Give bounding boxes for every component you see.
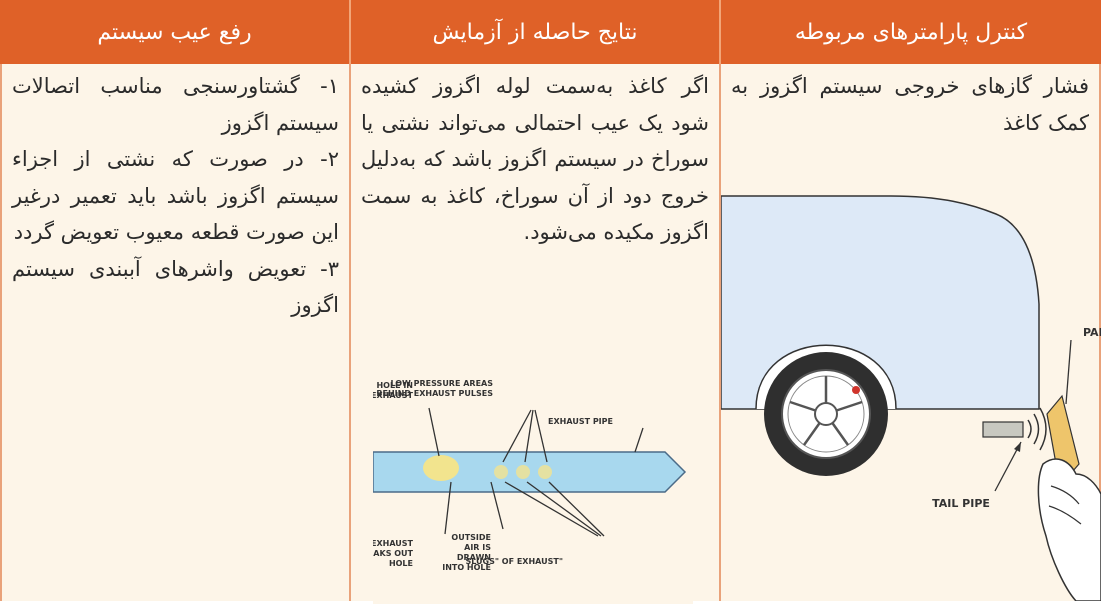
exhaust-leak-diagram: HOLE IN EXHAUST LOW PRESSURE AREAS BEHIN… <box>373 364 693 604</box>
cell-test-results: اگر کاغذ به‌سمت لوله اگزوز کشیده شود یک … <box>349 64 721 604</box>
header-test-results: نتایج حاصله از آزمایش <box>349 0 721 64</box>
fix-list: ۱- گشتاورسنجی مناسب اتصالات سیستم اگزوز … <box>2 64 349 324</box>
leaks-label-3: HOLE <box>389 559 413 568</box>
slugs-label: "SLUGS" OF EXHAUST <box>465 557 563 566</box>
hole-label-2: EXHAUST <box>373 391 414 400</box>
leaks-label-1: EXHAUST <box>373 539 414 548</box>
paper-label: PAPER <box>1083 326 1101 339</box>
fix-item-1: ۱- گشتاورسنجی مناسب اتصالات سیستم اگزوز <box>12 74 339 135</box>
leaks-label-2: LEAKS OUT <box>373 549 414 558</box>
outside-label-2: AIR IS <box>464 543 491 552</box>
header-related-parameters: کنترل پارامترهای مربوطه <box>794 19 1028 45</box>
results-text: اگر کاغذ به‌سمت لوله اگزوز کشیده شود یک … <box>361 74 709 244</box>
table-body-row: فشار گازهای خروجی سیستم اگزوز به کمک کاغ… <box>0 64 1101 604</box>
outside-label-1: OUTSIDE <box>451 533 491 542</box>
cell-system-fix: ۱- گشتاورسنجی مناسب اتصالات سیستم اگزوز … <box>0 64 349 601</box>
tailpipe-label: TAIL PIPE <box>932 497 990 510</box>
header-system-fix: رفع عیب سیستم <box>97 19 252 45</box>
parameter-text: فشار گازهای خروجی سیستم اگزوز به کمک کاغ… <box>731 74 1089 135</box>
low-pressure-label-1: LOW PRESSURE AREAS <box>390 379 493 388</box>
fix-item-2: ۲- در صورت که نشتی از اجزاء سیستم اگزوز … <box>12 147 339 244</box>
outside-label-4: INTO HOLE <box>442 563 491 572</box>
outside-label-3: DRAWN <box>457 553 491 562</box>
hole-label-1: HOLE IN <box>376 381 413 390</box>
cell-related-parameters: فشار گازهای خروجی سیستم اگزوز به کمک کاغ… <box>721 64 1101 601</box>
pipe-label: EXHAUST PIPE <box>548 417 613 426</box>
car-paper-test-figure: PAPER TAIL PIPE <box>721 195 1101 601</box>
table-header-row: کنترل پارامترهای مربوطه نتایج حاصله از آ… <box>0 0 1101 64</box>
low-pressure-label-2: BEHIND EXHAUST PULSES <box>376 389 493 398</box>
fix-item-3: ۳- تعویض واشرهای آببندی سیستم اگزوز <box>12 256 339 318</box>
